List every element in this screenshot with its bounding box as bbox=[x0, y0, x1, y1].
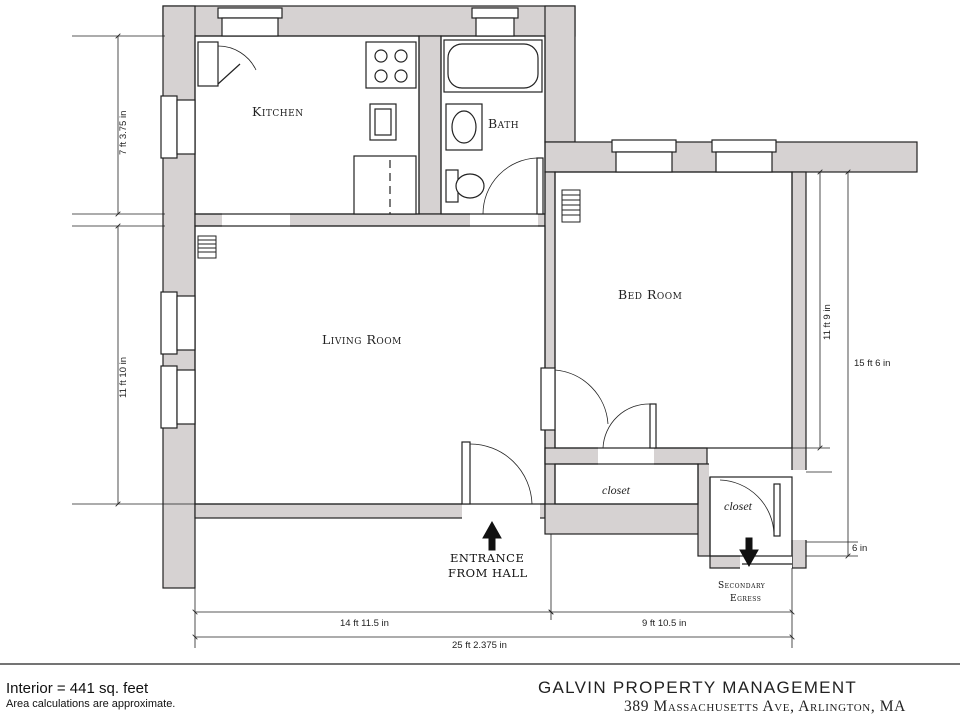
door-bath[interactable] bbox=[482, 157, 544, 215]
door-bedroom[interactable] bbox=[540, 367, 609, 431]
window-kitchen-top bbox=[217, 7, 283, 37]
room-kitchen-label: Kitchen bbox=[252, 104, 304, 119]
egress-label-line2: Egress bbox=[730, 594, 761, 604]
window-bedroom-1 bbox=[611, 139, 677, 173]
dishwasher bbox=[353, 155, 417, 215]
company-info: GALVIN PROPERTY MANAGEMENT 389 Massachus… bbox=[538, 678, 906, 716]
egress-label-line1: Secondary bbox=[718, 581, 766, 591]
wall-kitchen-bath bbox=[418, 35, 442, 215]
window-left-3 bbox=[160, 365, 196, 429]
wall-bath-right bbox=[544, 5, 576, 143]
bath-fixtures bbox=[443, 39, 543, 203]
door-closet2[interactable] bbox=[719, 479, 781, 537]
room-bath-label: Bath bbox=[488, 116, 519, 131]
wall-closet2-left bbox=[697, 463, 711, 557]
dim-closet-offset: 6 in bbox=[852, 543, 867, 554]
egress-arrow bbox=[739, 537, 759, 568]
window-left-1 bbox=[160, 95, 196, 159]
closet1-outline bbox=[554, 463, 699, 505]
window-bedroom-2 bbox=[711, 139, 777, 173]
area-info: Interior = 441 sq. feet Area calculation… bbox=[6, 680, 175, 710]
room-closet2-label: closet bbox=[724, 499, 753, 513]
wall-closet-bottom bbox=[544, 503, 708, 535]
dim-bedroom-height: 11 ft 9 in bbox=[822, 304, 833, 340]
dim-bedroom-total-height: 15 ft 6 in bbox=[854, 358, 890, 369]
refrigerator bbox=[197, 41, 219, 87]
room-bedroom-label: Bed Room bbox=[618, 287, 682, 302]
dim-right-width: 9 ft 10.5 in bbox=[642, 618, 686, 629]
room-living-label: Living Room bbox=[322, 332, 402, 347]
dim-total-width: 25 ft 2.375 in bbox=[452, 640, 507, 651]
dim-kitchen-height: 7 ft 3.75 in bbox=[118, 111, 129, 155]
door-entrance[interactable] bbox=[461, 441, 533, 505]
stove bbox=[365, 41, 417, 89]
entrance-label-line2: FROM HALL bbox=[448, 566, 528, 580]
dim-left-width: 14 ft 11.5 in bbox=[340, 618, 389, 629]
doors bbox=[461, 157, 792, 565]
entrance-arrow bbox=[482, 520, 502, 551]
radiator-bedroom bbox=[561, 189, 581, 223]
company-name: GALVIN PROPERTY MANAGEMENT bbox=[538, 678, 858, 697]
room-closet1-label: closet bbox=[602, 483, 631, 497]
company-address: 389 Massachusetts Ave, Arlington, MA bbox=[624, 698, 906, 715]
bedroom-outline bbox=[554, 171, 793, 449]
window-bath-top bbox=[471, 7, 519, 37]
radiator-living bbox=[197, 235, 217, 259]
area-total: Interior = 441 sq. feet bbox=[6, 680, 149, 697]
entrance-label-line1: ENTRANCE bbox=[450, 551, 524, 565]
dimension-lines bbox=[0, 36, 960, 665]
windows bbox=[160, 7, 777, 429]
living-outline bbox=[194, 225, 546, 505]
kitchen-fixtures bbox=[197, 41, 417, 215]
door-closet1[interactable] bbox=[602, 403, 657, 449]
area-note: Area calculations are approximate. bbox=[6, 698, 176, 710]
window-left-2 bbox=[160, 291, 196, 355]
dimension-labels: 7 ft 3.75 in 11 ft 10 in 11 ft 9 in 15 f… bbox=[118, 111, 890, 651]
dim-living-height: 11 ft 10 in bbox=[118, 357, 129, 398]
